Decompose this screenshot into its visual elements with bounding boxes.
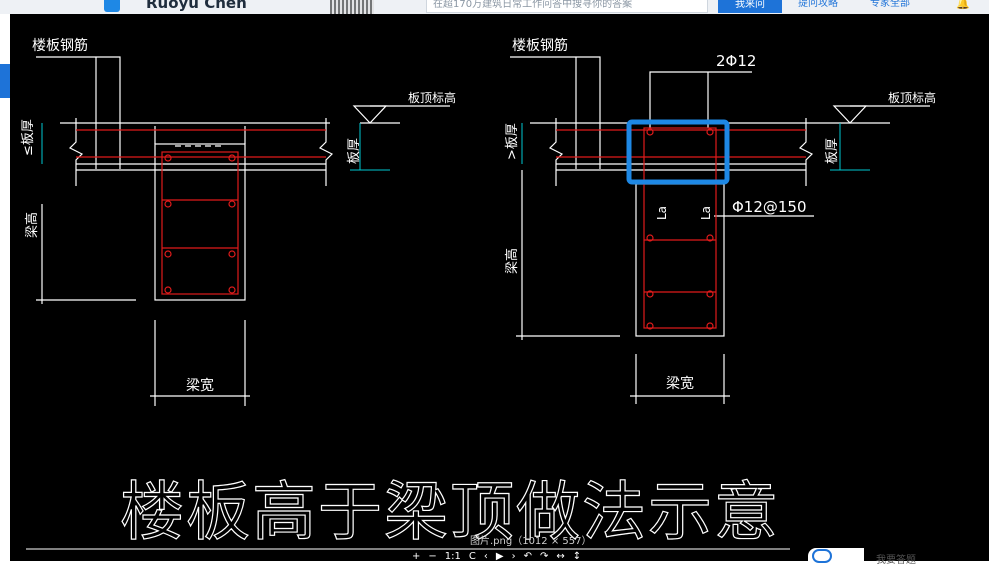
rotate-left-icon[interactable]: ↶ xyxy=(523,551,532,562)
right-slab-rebar-label: 楼板钢筋 xyxy=(512,37,568,54)
right-bar-dot xyxy=(706,128,714,136)
left-bar-dot xyxy=(164,200,172,208)
qr-code-icon xyxy=(330,0,374,14)
right-stirrup xyxy=(643,127,717,329)
left-detail xyxy=(36,56,450,406)
right-slab-thick-right: 板厚 xyxy=(825,138,840,164)
right-bar-dot xyxy=(646,234,654,242)
right-right-break xyxy=(798,118,814,186)
right-bar-dot xyxy=(646,322,654,330)
zoom-out-icon[interactable]: − xyxy=(428,551,437,562)
right-labels: 楼板钢筋 板顶标高 2Φ12 >板厚 板厚 La La Φ12@150 梁高 梁… xyxy=(504,37,936,392)
right-bar-dot xyxy=(706,322,714,330)
right-rebar xyxy=(556,127,806,330)
play-icon[interactable]: ▶ xyxy=(495,551,504,562)
rotate-right-icon[interactable]: ↷ xyxy=(539,551,549,562)
left-stirrup xyxy=(161,151,239,295)
right-slab-top-label: 板顶标高 xyxy=(888,90,936,105)
right-elevation-symbol xyxy=(832,105,868,124)
left-slab-top-label: 板顶标高 xyxy=(408,90,456,105)
stirrup-label: Φ12@150 xyxy=(732,198,807,216)
left-beam-height: 梁高 xyxy=(24,212,40,238)
left-beam-outline xyxy=(154,143,246,301)
image-info: 图片.png（1012 × 557） xyxy=(470,536,592,547)
left-bar-dot xyxy=(228,154,236,162)
left-beam-width: 梁宽 xyxy=(186,377,214,394)
logo-icon xyxy=(104,0,120,12)
search-input[interactable]: 在超170万建筑日常工作问答中搜寻你的答案 xyxy=(426,0,708,13)
right-detail xyxy=(510,56,930,404)
left-break-line xyxy=(68,118,84,186)
left-slab-thick-left: ≤板厚 xyxy=(21,119,36,156)
top-rebar-label: 2Φ12 xyxy=(716,52,756,70)
la-label-1: La xyxy=(655,206,669,220)
left-slab-thick-right: 板厚 xyxy=(347,138,362,164)
reset-icon[interactable]: C xyxy=(468,551,476,562)
left-dims xyxy=(41,123,390,171)
left-bar-dot xyxy=(164,154,172,162)
top-rebar-leader xyxy=(649,71,752,128)
viewer-toolbar: + − 1:1 C ‹ ▶ › ↶ ↷ ↔ ↕ xyxy=(412,550,581,564)
drawing-caption: 楼板高于梁顶做法示意 xyxy=(120,476,780,550)
right-bar-dot xyxy=(706,290,714,298)
image-viewer: 楼板钢筋 板顶标高 ≤板厚 板厚 梁高 梁宽 楼板钢筋 板顶标高 2Φ12 >板… xyxy=(10,14,989,564)
answer-widget[interactable] xyxy=(808,548,864,563)
left-bar-dot xyxy=(228,200,236,208)
next-icon[interactable]: › xyxy=(511,551,516,562)
prev-icon[interactable]: ‹ xyxy=(483,551,488,562)
left-bar-dot xyxy=(228,250,236,258)
left-rebar xyxy=(76,129,326,295)
left-bar-dot xyxy=(164,286,172,294)
side-tab[interactable] xyxy=(0,64,10,98)
right-dims xyxy=(521,123,870,171)
left-labels: 楼板钢筋 板顶标高 ≤板厚 板厚 梁高 梁宽 xyxy=(21,37,456,394)
right-bar-dot xyxy=(646,290,654,298)
right-beam-width: 梁宽 xyxy=(666,375,694,392)
slab-rebar-leader xyxy=(36,56,121,169)
cad-drawing: 楼板钢筋 板顶标高 ≤板厚 板厚 梁高 梁宽 楼板钢筋 板顶标高 2Φ12 >板… xyxy=(21,37,936,551)
zoom-in-icon[interactable]: + xyxy=(412,551,421,562)
ask-question-button[interactable]: 我来问 xyxy=(718,0,782,13)
highlight-box xyxy=(626,119,730,185)
right-break-line xyxy=(318,118,334,186)
site-header: Ruoyu Chen 在超170万建筑日常工作问答中搜寻你的答案 我来问 提问攻… xyxy=(0,0,989,14)
right-bar-dot xyxy=(706,234,714,242)
la-label-2: La xyxy=(699,206,713,220)
right-slab-rebar-leader xyxy=(510,56,601,169)
answer-widget-label[interactable]: 我要答题 xyxy=(876,555,916,566)
left-bar-dot xyxy=(164,250,172,258)
flip-horizontal-icon[interactable]: ↔ xyxy=(556,551,565,562)
actual-size-icon[interactable]: 1:1 xyxy=(444,551,461,562)
elevation-symbol xyxy=(352,105,388,124)
right-slab-thick-left: >板厚 xyxy=(505,123,520,160)
left-slab-rebar-label: 楼板钢筋 xyxy=(32,37,88,54)
right-bar-dot xyxy=(646,128,654,136)
right-beam-height: 梁高 xyxy=(504,248,520,274)
left-bar-dot xyxy=(228,286,236,294)
nav-link-experts[interactable]: 专家全部 xyxy=(870,0,910,9)
nav-link-guide[interactable]: 提问攻略 xyxy=(798,0,838,9)
flip-vertical-icon[interactable]: ↕ xyxy=(572,551,582,562)
logo-text: Ruoyu Chen xyxy=(146,0,247,12)
site-logo[interactable]: Ruoyu Chen xyxy=(100,0,280,14)
bell-icon[interactable]: 🔔 xyxy=(956,0,970,10)
right-left-break xyxy=(548,118,564,186)
